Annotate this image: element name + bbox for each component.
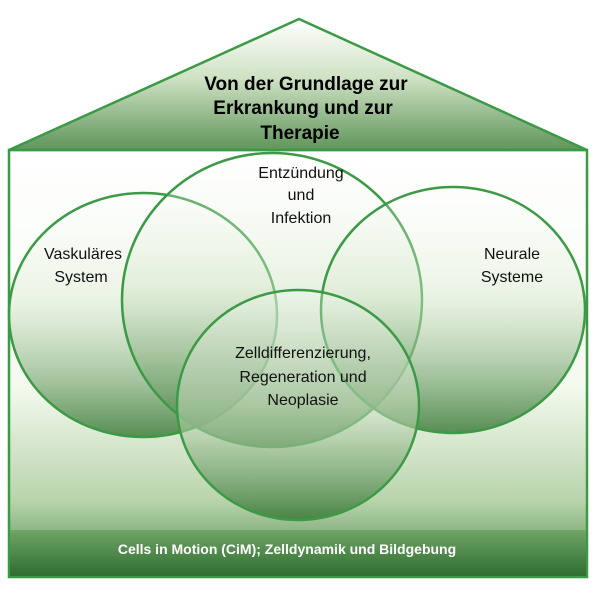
vascular-label-line-1: Vaskuläres xyxy=(44,246,122,263)
differentiation-label-line-3: Neoplasie xyxy=(267,392,338,409)
vascular-label-line-2: System xyxy=(54,269,107,286)
inflammation-label-line-3: Infektion xyxy=(271,210,331,227)
footer-label: Cells in Motion (CiM); Zelldynamik und B… xyxy=(118,541,456,557)
differentiation-label-line-2: Regeneration und xyxy=(239,369,366,386)
neural-label-line-1: Neurale xyxy=(484,246,540,263)
roof-title-line-2: Erkrankung und zur xyxy=(213,98,393,119)
footer-band xyxy=(10,530,586,576)
circle-differentiation xyxy=(175,288,421,522)
roof-title-line-3: Therapie xyxy=(260,123,339,144)
differentiation-label-line-1: Zelldifferenzierung, xyxy=(235,345,371,362)
neural-label-line-2: Systeme xyxy=(481,269,543,286)
roof xyxy=(8,17,588,152)
inflammation-label-line-2: und xyxy=(288,187,315,204)
roof-title-line-1: Von der Grundlage zur xyxy=(204,74,408,95)
inflammation-label-line-1: Entzündung xyxy=(258,165,343,182)
